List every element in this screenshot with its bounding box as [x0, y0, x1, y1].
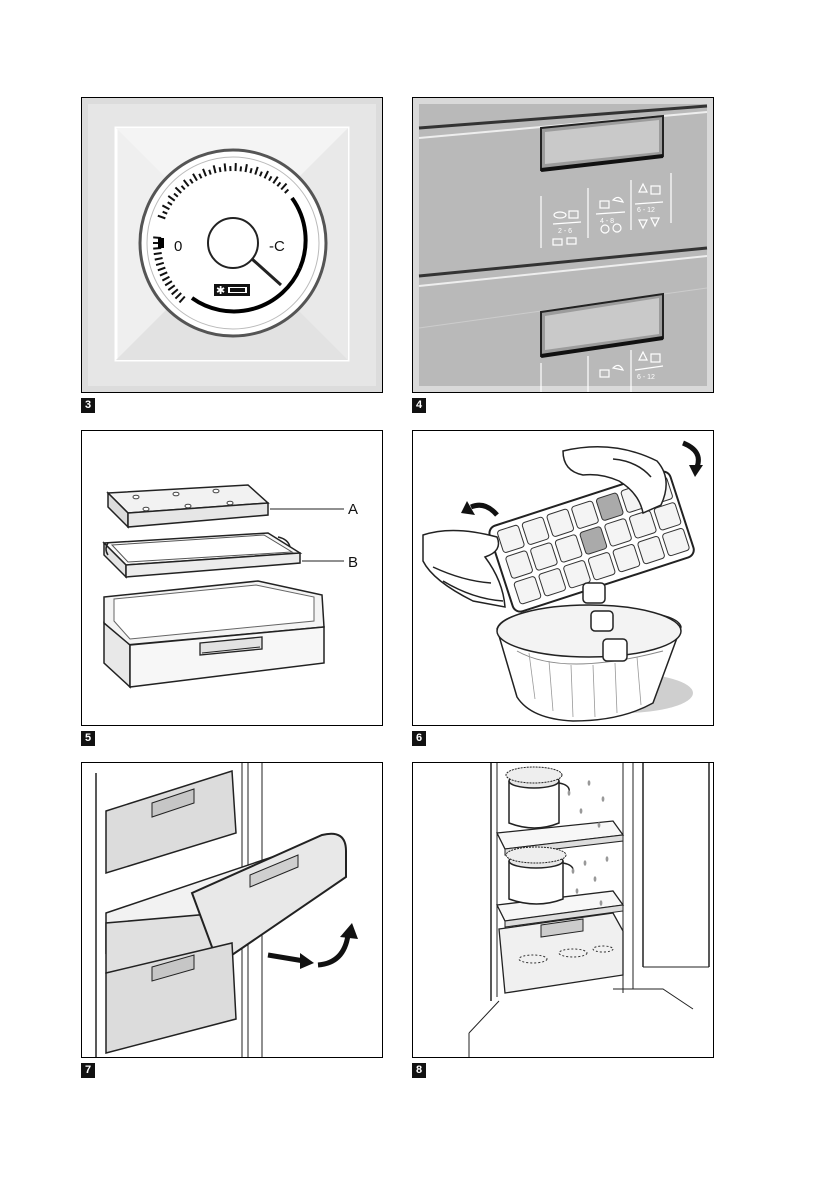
storage-months-lower-right: 6 - 12 — [637, 374, 655, 381]
figure-number-7: 7 — [81, 1063, 95, 1078]
figure-7-illustration — [82, 763, 382, 1057]
water-drop — [606, 856, 609, 862]
freezer-drawer — [104, 581, 324, 687]
figure-number-3: 3 — [81, 398, 95, 413]
glass-bowl — [497, 605, 681, 721]
super-freeze-icon: ✱ — [214, 284, 250, 297]
pot-lower — [506, 847, 573, 904]
figure-8-panel — [412, 762, 714, 1058]
water-drop — [580, 808, 583, 814]
arrow-pull-out — [268, 955, 304, 961]
dial-tick — [241, 166, 242, 171]
left-hand — [423, 530, 505, 607]
ice-pack-a — [108, 485, 268, 527]
storage-months-upper-mid: 4 - 8 — [600, 218, 614, 225]
figure-3-panel: 0 -C ✱ — [81, 97, 383, 393]
figure-4-panel: 2 - 6 4 - 8 6 - 12 6 - 12 — [412, 97, 714, 393]
figure-number-4: 4 — [412, 398, 426, 413]
ice-tray-b — [104, 533, 300, 577]
figure-5-panel: A B — [81, 430, 383, 726]
water-drop — [588, 780, 591, 786]
figure-number-8: 8 — [412, 1063, 426, 1078]
water-drop — [584, 860, 587, 866]
label-a: A — [348, 501, 358, 518]
dial-tick — [225, 163, 226, 171]
figure-4-illustration: 2 - 6 4 - 8 6 - 12 6 - 12 — [413, 98, 713, 392]
svg-text:✱: ✱ — [216, 285, 225, 297]
water-drop — [576, 888, 579, 894]
water-drop — [602, 796, 605, 802]
arrow-lift-up — [318, 935, 348, 965]
figure-8-illustration — [413, 763, 713, 1057]
storage-months-upper-left: 2 - 6 — [558, 228, 572, 235]
pot-upper — [506, 767, 569, 828]
figure-number-5: 5 — [81, 731, 95, 746]
water-drop — [600, 900, 603, 906]
water-drop — [572, 868, 575, 874]
figure-6-illustration — [413, 431, 713, 725]
drawer-top — [106, 771, 236, 873]
label-b: B — [348, 554, 358, 571]
dial-zero-label: 0 — [174, 238, 182, 255]
water-drop — [594, 876, 597, 882]
figure-3-illustration: 0 -C ✱ — [82, 98, 382, 392]
figure-6-panel — [412, 430, 714, 726]
storage-months-upper-right: 6 - 12 — [637, 207, 655, 214]
dial-tick — [154, 253, 162, 254]
dial-tick — [246, 164, 247, 172]
dial-tick — [153, 248, 161, 249]
water-drop — [568, 790, 571, 796]
figure-5-illustration: A B — [82, 431, 382, 725]
arrow-left — [471, 505, 497, 515]
dial-minus-label: -C — [269, 238, 285, 255]
arrow-right — [683, 443, 698, 467]
figure-7-panel — [81, 762, 383, 1058]
dial-knob[interactable] — [208, 218, 258, 268]
figure-number-6: 6 — [412, 731, 426, 746]
dial-tick — [250, 168, 251, 173]
water-drop — [598, 822, 601, 828]
dial-tick — [153, 237, 161, 238]
dial-tick — [220, 167, 221, 172]
